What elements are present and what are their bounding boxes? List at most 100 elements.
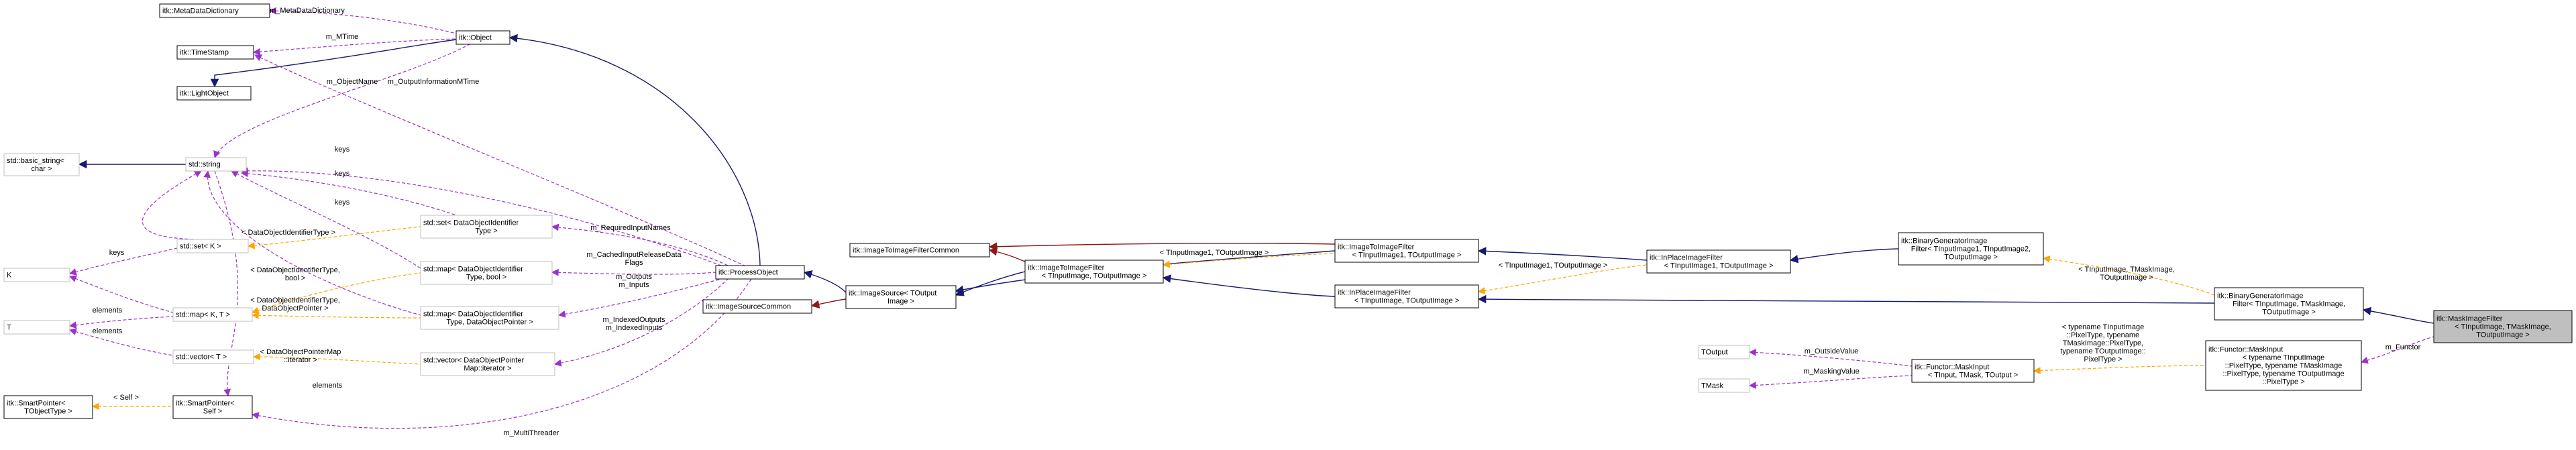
node-processobject[interactable]: itk::ProcessObject xyxy=(715,265,805,280)
node-tmask[interactable]: TMask xyxy=(1698,378,1750,393)
node-set_k[interactable]: std::set< K > xyxy=(176,239,249,254)
edge-label-elements_1: elements xyxy=(93,306,123,315)
edge-label-text: m_OutsideValue xyxy=(1805,347,1859,355)
node-timestamp[interactable]: itk::TimeStamp xyxy=(176,45,254,60)
node-smartptr_self[interactable]: itk::SmartPointer<Self > xyxy=(172,395,253,419)
node-label: itk::LightObject xyxy=(180,90,229,98)
node-smartptr_dot[interactable]: itk::SmartPointer<TObjectType > xyxy=(3,395,93,419)
node-imagesource[interactable]: itk::ImageSource< TOutputImage > xyxy=(845,285,957,309)
node-label: std::map< DataObjectIdentifier xyxy=(423,266,523,274)
node-box xyxy=(1334,239,1479,263)
node-label: < TInputImage, TMaskImage, xyxy=(2455,323,2551,331)
node-i2ifcommon[interactable]: itk::ImageToImageFilterCommon xyxy=(849,243,990,258)
edge-label-text: < DataObjectPointerMap xyxy=(260,348,341,356)
edge-36 xyxy=(1477,264,1648,294)
node-label: itk::BinaryGeneratorImage xyxy=(2217,292,2303,300)
edge-2 xyxy=(252,38,457,56)
node-inplace_in_out[interactable]: itk::InPlaceImageFilter< TInputImage, TO… xyxy=(1334,284,1479,308)
node-i2if_in_out[interactable]: itk::ImageToImageFilter< TInputImage, TO… xyxy=(1024,260,1164,284)
edge-13 xyxy=(68,275,174,313)
edge-label-text: keys xyxy=(335,199,350,207)
node-t[interactable]: T xyxy=(3,320,70,335)
edge-label-text: < TInputImage1, TOutputImage > xyxy=(1499,262,1608,270)
edge-30 xyxy=(988,247,1026,262)
node-box xyxy=(159,3,270,18)
edge-label-text: < DataObjectIdentifierType > xyxy=(241,229,335,237)
node-k[interactable]: K xyxy=(3,268,70,282)
node-label: std::basic_string< xyxy=(7,157,64,165)
node-vector_t[interactable]: std::vector< T > xyxy=(172,349,254,364)
node-string[interactable]: std::string xyxy=(185,157,247,172)
node-toutput[interactable]: TOutput xyxy=(1698,345,1750,359)
edge-15 xyxy=(68,328,174,356)
node-imagesourcecommon[interactable]: itk::ImageSourceCommon xyxy=(702,299,812,314)
edge-3 xyxy=(508,34,761,266)
node-vector_dop[interactable]: std::vector< DataObjectPointerMap::itera… xyxy=(420,352,555,376)
node-box xyxy=(1911,359,2035,383)
edge-label-text: m_Inputs xyxy=(619,281,649,289)
node-inplace_in1_out[interactable]: itk::InPlaceImageFilter< TInputImage1, T… xyxy=(1646,249,1791,274)
edge-label-elements_2: elements xyxy=(93,327,123,335)
node-map_doi_dop[interactable]: std::map< DataObjectIdentifierType, Data… xyxy=(420,306,559,330)
edge-18 xyxy=(251,311,421,319)
edge-label-text: typename TOutputImage:: xyxy=(2060,347,2145,355)
edge-25 xyxy=(251,278,752,429)
node-box xyxy=(2205,340,2362,391)
node-basic_string[interactable]: std::basic_string<char > xyxy=(3,153,80,176)
node-set_doi[interactable]: std::set< DataObjectIdentifierType > xyxy=(420,215,553,239)
node-label: std::set< K > xyxy=(180,243,221,251)
edge-label-keys_1: keys xyxy=(335,146,350,154)
edge-label-text: < TInputImage, TMaskImage, xyxy=(2078,266,2175,274)
node-box xyxy=(172,307,253,322)
edge-label-m_outputinformationmtime: m_OutputInformationMTime xyxy=(388,78,480,86)
node-box xyxy=(2433,310,2573,343)
edge-32 xyxy=(988,242,1336,251)
edge-label-m_metadatadictionary: m_MetaDataDictionary xyxy=(270,7,345,15)
node-label: Type, bool > xyxy=(466,274,506,282)
edge-34 xyxy=(1162,274,1336,297)
node-metadict[interactable]: itk::MetaDataDictionary xyxy=(159,3,270,18)
edge-12 xyxy=(68,247,178,276)
node-box xyxy=(3,153,80,176)
edge-8 xyxy=(240,170,457,216)
node-label: < TInputImage, TOutputImage > xyxy=(1042,272,1147,280)
node-label: TOutputImage > xyxy=(2476,331,2530,339)
node-label: K xyxy=(7,272,12,280)
edge-label-text: m_IndexedInputs xyxy=(606,324,663,332)
edge-28 xyxy=(810,298,847,308)
edge-label-m_outsidevalue: m_OutsideValue xyxy=(1805,347,1859,355)
edge-9 xyxy=(231,170,421,269)
node-maskimagefilter[interactable]: itk::MaskImageFilter< TInputImage, TMask… xyxy=(2433,310,2573,343)
node-box xyxy=(1024,260,1164,284)
node-label: itk::ProcessObject xyxy=(718,269,778,277)
node-functor_maskinput[interactable]: itk::Functor::MaskInput< TInput, TMask, … xyxy=(1911,359,2035,383)
node-map_doi_bool[interactable]: std::map< DataObjectIdentifierType, bool… xyxy=(420,261,553,285)
node-object[interactable]: itk::Object xyxy=(455,30,511,45)
edge-19 xyxy=(252,353,421,365)
node-label: itk::ImageToImageFilter xyxy=(1028,264,1105,272)
edge-1 xyxy=(268,7,457,34)
node-i2if_in1_out[interactable]: itk::ImageToImageFilter< TInputImage1, T… xyxy=(1334,239,1479,263)
node-functor_maskinput_typed[interactable]: itk::Functor::MaskInput< typename TInput… xyxy=(2205,340,2362,391)
edge-label-text: m_OutputInformationMTime xyxy=(388,78,480,86)
edge-29 xyxy=(955,271,1026,296)
edge-label-text: m_MetaDataDictionary xyxy=(270,7,345,15)
edge-44 xyxy=(2360,336,2434,364)
diagram-edges xyxy=(68,7,2434,429)
edge-label-text: < DataObjectIdentifierType, xyxy=(250,296,340,304)
edge-label-t_doit_dop: < DataObjectIdentifierType,DataObjectPoi… xyxy=(250,296,340,313)
edge-label-text: < TInputImage1, TOutputImage > xyxy=(1160,249,1269,257)
node-label: itk::InPlaceImageFilter xyxy=(1650,254,1723,262)
edge-label-text: m_Functor xyxy=(2385,343,2421,351)
node-label: itk::TimeStamp xyxy=(180,49,229,57)
edge-label-t_self: < Self > xyxy=(113,394,139,402)
node-lightobject[interactable]: itk::LightObject xyxy=(176,86,252,101)
node-map_kt[interactable]: std::map< K, T > xyxy=(172,307,253,322)
node-box xyxy=(176,45,254,60)
node-box xyxy=(455,30,511,45)
node-label: itk::ImageSource< TOutput xyxy=(849,290,936,298)
node-box xyxy=(1646,249,1791,274)
